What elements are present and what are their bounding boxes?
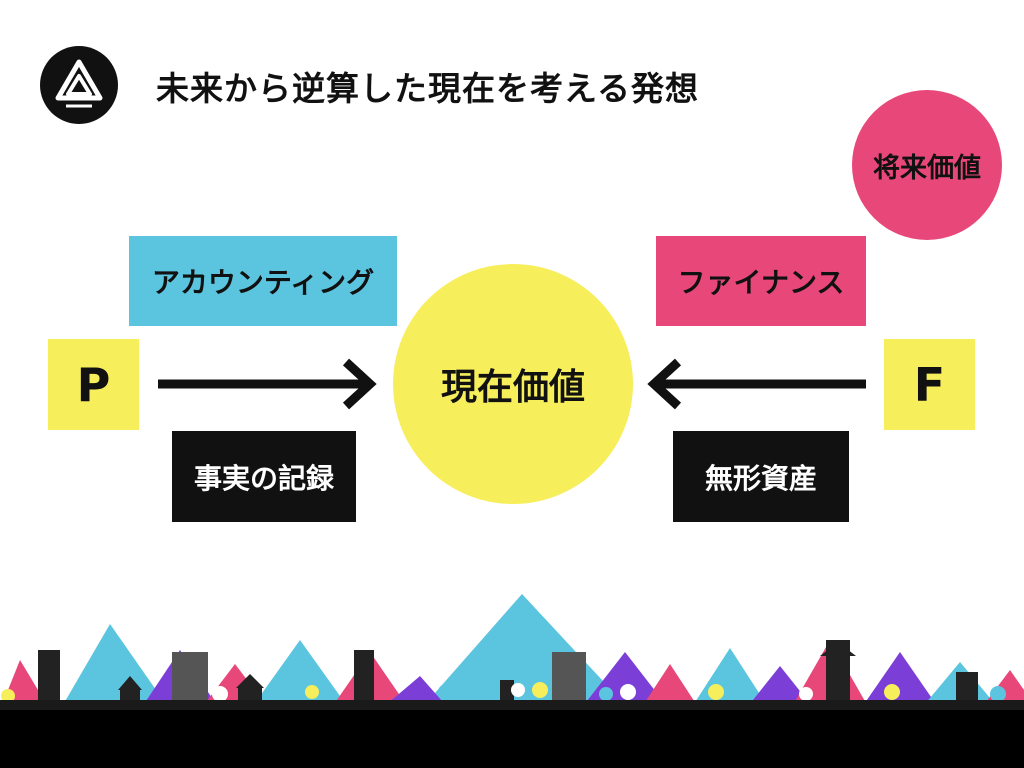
f-box: F xyxy=(884,339,975,430)
present-value-label: 現在価値 xyxy=(440,367,585,408)
accounting-label: アカウンティング xyxy=(151,266,375,299)
f-letter: F xyxy=(913,357,946,412)
fact-record-box: 事実の記録 xyxy=(172,431,356,522)
fact-record-label: 事実の記録 xyxy=(193,461,334,495)
left-arrow-icon xyxy=(647,358,866,410)
finance-label: ファイナンス xyxy=(677,266,845,299)
future-value-label: 将来価値 xyxy=(873,152,981,184)
accounting-box: アカウンティング xyxy=(129,236,397,326)
triangle-logo-icon xyxy=(40,46,118,124)
present-value-circle: 現在価値 xyxy=(393,264,633,504)
finance-box: ファイナンス xyxy=(656,236,866,326)
p-letter: P xyxy=(76,357,111,412)
intangible-assets-box: 無形資産 xyxy=(673,431,849,522)
page-title: 未来から逆算した現在を考える発想 xyxy=(156,69,700,108)
p-box: P xyxy=(48,339,139,430)
right-arrow-icon xyxy=(158,358,377,410)
intangible-assets-label: 無形資産 xyxy=(704,461,817,495)
future-value-circle: 将来価値 xyxy=(852,90,1002,240)
city-skyline-illustration xyxy=(0,594,1024,768)
